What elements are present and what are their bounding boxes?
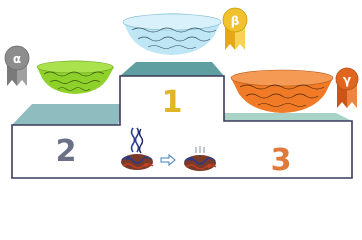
second-place-label: 2 [56, 134, 77, 169]
alpha-ribbon-icon: α [4, 45, 30, 86]
gamma-bowl [230, 69, 334, 113]
molecular-complex-after [184, 146, 217, 171]
right-arrow-icon [160, 153, 176, 167]
podium-diagram: 1 2 3 α β [4, 7, 359, 179]
gamma-symbol: γ [343, 73, 351, 87]
third-place-label: 3 [271, 143, 292, 178]
alpha-symbol: α [13, 52, 21, 66]
first-place-label: 1 [162, 85, 183, 120]
alpha-bowl [36, 60, 114, 94]
molecular-complex-before [121, 127, 154, 170]
beta-ribbon-icon: β [222, 7, 248, 50]
podium [11, 62, 353, 179]
podium-third-top [224, 113, 352, 121]
podium-first-top [120, 62, 224, 76]
beta-bowl [122, 13, 222, 55]
beta-symbol: β [231, 14, 240, 28]
podium-outline [11, 75, 353, 179]
gamma-ribbon-icon: γ [335, 67, 359, 108]
podium-second-top [12, 104, 124, 125]
